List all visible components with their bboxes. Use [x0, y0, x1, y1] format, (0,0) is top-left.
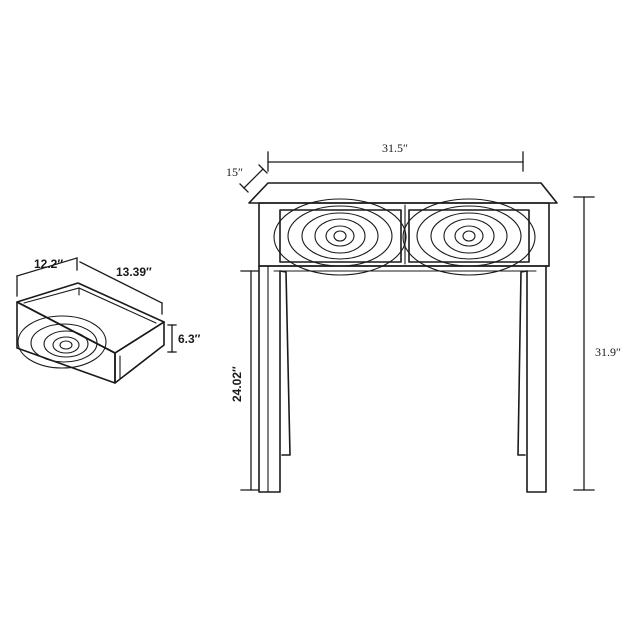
drawer-dimension-lines [16, 257, 177, 353]
drawer-height-label: 6.3″ [178, 332, 201, 346]
table-dimension-lines [239, 151, 595, 491]
table-leg-height-label: 24.02″ [230, 366, 244, 402]
left-drawer-ring-pattern [273, 198, 407, 276]
drawer-front-ring-pattern [17, 315, 107, 369]
right-drawer-front [408, 209, 530, 263]
table-total-height-label: 31.9″ [595, 345, 621, 359]
right-drawer-ring-pattern [402, 198, 536, 276]
console-table-illustration [248, 182, 558, 493]
drawer-width-label: 13.39″ [116, 265, 152, 279]
drawer-illustration [16, 282, 165, 384]
table-width-label: 31.5″ [382, 141, 408, 155]
drawer-depth-label: 12.2″ [34, 257, 63, 271]
table-legs [258, 265, 547, 493]
table-depth-label: 15″ [226, 165, 243, 179]
left-drawer-front [279, 209, 402, 263]
